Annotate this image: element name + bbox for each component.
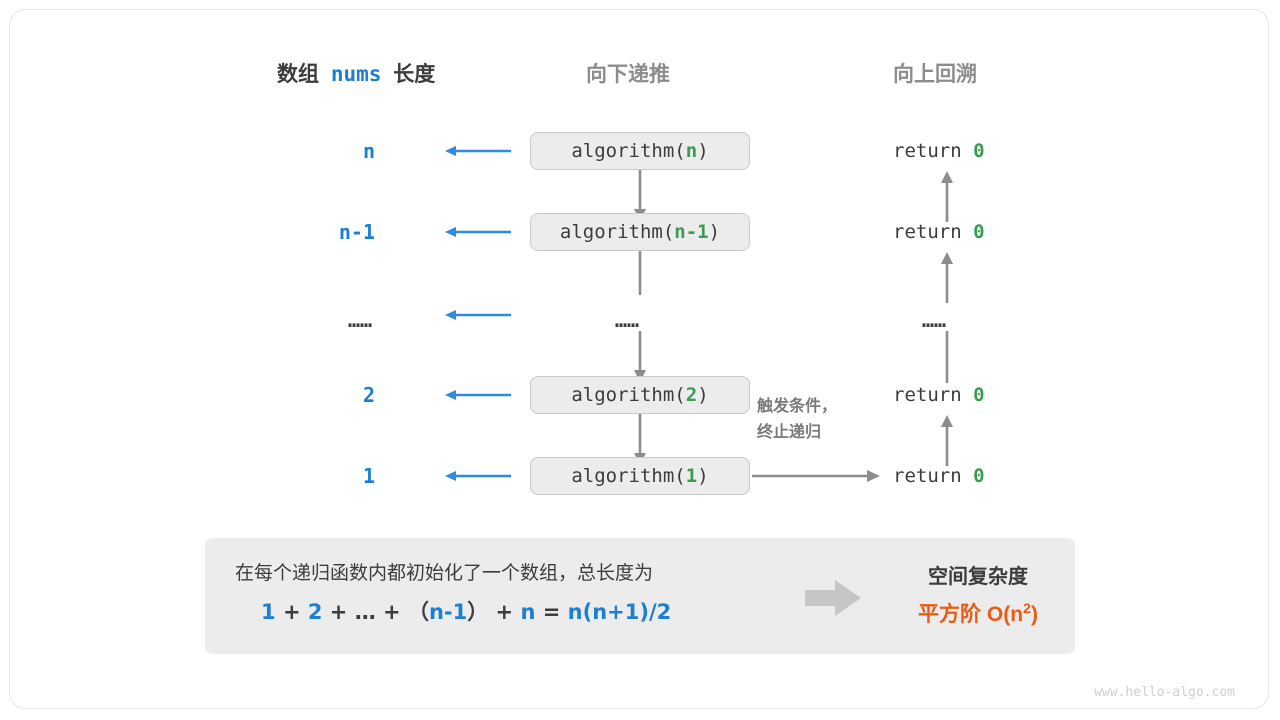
return-value-5: 0: [973, 465, 985, 487]
block-arrow-icon: [805, 580, 861, 616]
header-array-prefix: 数组: [277, 63, 319, 86]
length-label-row-3: ……: [348, 308, 373, 332]
call-box-row-5: algorithm(1): [530, 457, 750, 495]
base-case-arrow: [752, 470, 880, 482]
formula-op-1: +: [282, 600, 301, 624]
call-close-4: ): [697, 384, 709, 406]
formula-op-3: +: [383, 600, 401, 624]
watermark: www.hello-algo.com: [1094, 685, 1235, 700]
return-label-row-2: return 0: [893, 221, 985, 243]
call-box-row-1: algorithm(n): [530, 132, 750, 170]
call-arg-5: 1: [685, 465, 698, 487]
call-arg-2: n-1: [674, 221, 709, 243]
call-arg-1: n: [685, 140, 698, 162]
formula-op-4: +: [495, 600, 514, 624]
trigger-note-line-2: 终止递归: [757, 424, 822, 441]
header-downward-recursion: 向下递推: [586, 63, 670, 86]
summary-formula: 1 + 2 + … + （n-1） + n = n(n+1)/2: [261, 596, 671, 626]
up-arrow-4-to-3: [945, 331, 949, 383]
header-array-length: 数组 nums 长度: [277, 58, 435, 88]
length-label-row-2: n-1: [338, 220, 375, 244]
header-array-code: nums: [330, 62, 382, 86]
complexity-value: 平方阶 O(n2): [883, 598, 1073, 628]
length-label-row-4: 2: [362, 383, 375, 407]
formula-result: n(n+1)/2: [567, 600, 672, 624]
blue-arrow-row-4: [445, 390, 511, 400]
length-label-row-5: 1: [362, 464, 375, 488]
call-arg-4: 2: [685, 384, 698, 406]
blue-arrow-row-3: [445, 310, 511, 320]
header-array-suffix: 长度: [393, 63, 436, 86]
complexity-bigo-prefix: O(n: [986, 603, 1024, 626]
blue-arrow-row-5: [445, 471, 511, 481]
formula-term-1: 1: [261, 600, 276, 624]
return-label-row-1: return 0: [893, 140, 985, 162]
call-box-row-3-dots: ……: [615, 308, 640, 332]
complexity-exponent: 2: [1023, 601, 1031, 617]
call-box-row-4: algorithm(2): [530, 376, 750, 414]
return-label-row-5: return 0: [893, 465, 985, 487]
blue-arrow-row-1: [445, 146, 511, 156]
call-fn-2: algorithm(: [559, 221, 675, 243]
down-arrow-2-to-3: [638, 251, 642, 295]
complexity-order-name: 平方阶: [918, 603, 982, 626]
return-text-4: return: [893, 384, 962, 406]
up-arrow-2-to-1: [941, 171, 953, 222]
return-value-1: 0: [973, 140, 985, 162]
return-text-2: return: [893, 221, 962, 243]
call-box-row-2: algorithm(n-1): [530, 213, 750, 251]
call-close-5: ): [697, 465, 709, 487]
call-fn-1: algorithm(: [571, 140, 686, 162]
formula-term-2: 2: [307, 600, 323, 624]
trigger-note-line-1: 触发条件，: [757, 398, 838, 415]
formula-ellipsis: …: [354, 600, 376, 624]
formula-op-2: +: [329, 600, 348, 624]
call-fn-4: algorithm(: [571, 384, 686, 406]
trigger-condition-note: 触发条件， 终止递归: [757, 394, 837, 446]
return-label-row-3-dots: ……: [922, 308, 947, 332]
header-upward-backtrack: 向上回溯: [893, 63, 977, 86]
return-value-4: 0: [973, 384, 985, 406]
formula-term-4: n-1: [428, 600, 468, 624]
formula-paren-open: （: [407, 600, 429, 624]
return-text-1: return: [893, 140, 962, 162]
up-arrow-3-to-2: [941, 252, 953, 303]
return-label-row-4: return 0: [893, 384, 985, 406]
formula-term-5: n: [520, 600, 536, 624]
call-fn-5: algorithm(: [571, 465, 686, 487]
formula-equals: =: [542, 600, 561, 624]
return-value-2: 0: [973, 221, 985, 243]
complexity-title: 空间复杂度: [928, 566, 1028, 588]
up-arrow-5-to-4: [941, 415, 953, 466]
summary-panel: 在每个递归函数内都初始化了一个数组，总长度为 1 + 2 + … + （n-1）…: [205, 538, 1075, 654]
blue-arrow-row-2: [445, 227, 511, 237]
formula-paren-close: ）: [467, 600, 489, 624]
return-text-5: return: [893, 465, 962, 487]
call-close-1: ): [697, 140, 709, 162]
complexity-bigo-tail: ): [1030, 603, 1038, 626]
length-label-row-1: n: [362, 139, 375, 163]
summary-description: 在每个递归函数内都初始化了一个数组，总长度为: [235, 563, 654, 584]
call-close-2: ): [708, 221, 721, 243]
